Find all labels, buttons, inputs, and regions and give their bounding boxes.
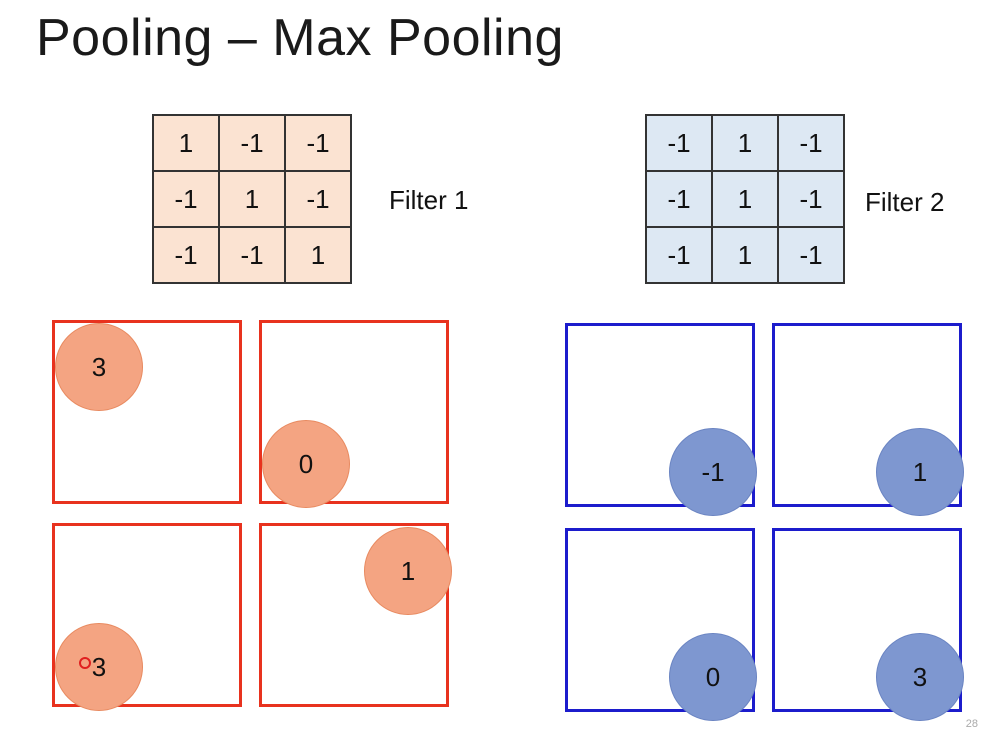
filter1-cell: -1 xyxy=(153,171,219,227)
pool2-box-top-left xyxy=(565,323,755,507)
pool1-box-top-right xyxy=(259,320,449,504)
filter2-cell: -1 xyxy=(778,171,844,227)
filter1-cell: -1 xyxy=(219,227,285,283)
pointer-dot-icon xyxy=(79,657,91,669)
filter2-cell: -1 xyxy=(778,227,844,283)
pool2-box-top-right xyxy=(772,323,962,507)
pool1-max-value: 3 xyxy=(55,323,143,411)
pool2-max-value: 1 xyxy=(876,428,964,516)
pool2-max-value: 0 xyxy=(669,633,757,721)
filter1-cell: -1 xyxy=(285,171,351,227)
filter2-cell: -1 xyxy=(778,115,844,171)
pool1-max-value: 0 xyxy=(262,420,350,508)
pool1-box-bottom-right xyxy=(259,523,449,707)
filter2-cell: 1 xyxy=(712,227,778,283)
pool2-box-bottom-right xyxy=(772,528,962,712)
filter1-label: Filter 1 xyxy=(389,185,469,215)
slide-title: Pooling – Max Pooling xyxy=(36,9,564,67)
pool2-box-bottom-left xyxy=(565,528,755,712)
filter1-cell: -1 xyxy=(219,115,285,171)
pool1-max-value: 3 xyxy=(55,623,143,711)
filter2-cell: 1 xyxy=(712,171,778,227)
pool1-box-bottom-left xyxy=(52,523,242,707)
filter2-cell: 1 xyxy=(712,115,778,171)
filter1-cell: -1 xyxy=(285,115,351,171)
slide-number: 28 xyxy=(965,718,978,730)
pool2-max-value: -1 xyxy=(669,428,757,516)
filter2-matrix: -1 1 -1 -1 1 -1 -1 1 -1 xyxy=(645,114,845,284)
filter2-cell: -1 xyxy=(646,115,712,171)
filter2-label: Filter 2 xyxy=(865,187,945,217)
filter2-cell: -1 xyxy=(646,227,712,283)
pool2-max-value: 3 xyxy=(876,633,964,721)
filter1-cell: -1 xyxy=(153,227,219,283)
filter1-cell: 1 xyxy=(285,227,351,283)
filter1-cell: 1 xyxy=(219,171,285,227)
pool1-box-top-left xyxy=(52,320,242,504)
filter2-cell: -1 xyxy=(646,171,712,227)
filter1-matrix: 1 -1 -1 -1 1 -1 -1 -1 1 xyxy=(152,114,352,284)
pool1-max-value: 1 xyxy=(364,527,452,615)
filter1-cell: 1 xyxy=(153,115,219,171)
